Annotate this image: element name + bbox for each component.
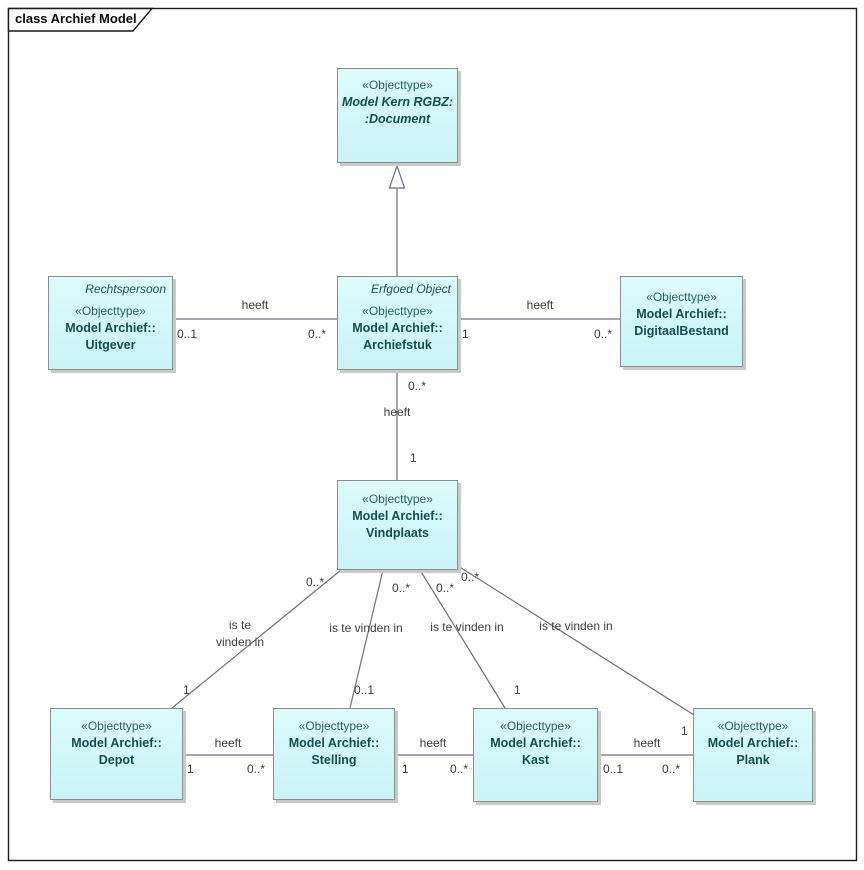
association-name-label: is te vinden in: [329, 621, 403, 635]
class-box-plank[interactable]: «Objecttype» Model Archief:: Plank: [693, 708, 813, 802]
stereotype-label: «Objecttype»: [75, 304, 146, 318]
multiplicity-label: 0..*: [308, 327, 327, 341]
classifier-header: Rechtspersoon: [85, 282, 166, 296]
multiplicity-label: 0..*: [247, 762, 266, 776]
class-name: Vindplaats: [366, 526, 429, 540]
stereotype-label: «Objecttype»: [362, 78, 433, 92]
multiplicity-label: 0..1: [354, 683, 375, 697]
stereotype-label: «Objecttype»: [362, 304, 433, 318]
class-box-document[interactable]: «Objecttype» Model Kern RGBZ: :Document: [337, 68, 458, 163]
class-name: DigitaalBestand: [634, 324, 729, 338]
class-name: Uitgever: [85, 338, 136, 352]
class-box-vindplaats[interactable]: «Objecttype» Model Archief:: Vindplaats: [337, 480, 458, 570]
class-name: Depot: [98, 753, 135, 767]
association-vindplaats-kast[interactable]: [419, 569, 506, 709]
classifier-header: Erfgoed Object: [370, 282, 451, 296]
class-name: Model Archief::: [490, 736, 581, 750]
class-box-uitgever[interactable]: Rechtspersoon «Objecttype» Model Archief…: [48, 276, 173, 370]
class-name: Model Archief::: [288, 736, 380, 750]
association-vindplaats-stelling[interactable]: [349, 569, 384, 709]
association-name-label: is te vinden in: [215, 618, 265, 649]
diagram-title-tab: [7, 7, 154, 32]
class-name: Model Archief::: [707, 736, 799, 750]
multiplicity-label: 0..*: [450, 762, 469, 776]
class-name: Kast: [521, 753, 550, 767]
stereotype-label: «Objecttype»: [81, 719, 152, 733]
stereotype-label: «Objecttype»: [500, 719, 571, 733]
class-box-depot[interactable]: «Objecttype» Model Archief:: Depot: [50, 708, 183, 800]
class-box-digitaalbestand[interactable]: «Objecttype» Model Archief:: DigitaalBes…: [620, 276, 743, 367]
stereotype-label: «Objecttype»: [298, 719, 370, 733]
class-name: Plank: [736, 753, 770, 767]
association-name-label: heeft: [241, 298, 269, 312]
multiplicity-label: 0..*: [306, 575, 325, 589]
multiplicity-label: 1: [681, 724, 688, 738]
association-name-label: heeft: [383, 405, 411, 419]
multiplicity-label: 1: [410, 451, 417, 465]
stereotype-label: «Objecttype»: [717, 719, 789, 733]
class-box-kast[interactable]: «Objecttype» Model Archief:: Kast: [473, 708, 598, 802]
class-name: Model Kern RGBZ:: [341, 95, 454, 109]
association-vindplaats-plank[interactable]: [457, 565, 695, 716]
class-name: Model Archief::: [636, 307, 727, 321]
class-name: Stelling: [311, 753, 357, 767]
multiplicity-label: 1: [187, 762, 194, 776]
class-box-stelling[interactable]: «Objecttype» Model Archief:: Stelling: [273, 708, 395, 800]
association-name-label: heeft: [214, 736, 242, 750]
class-name: Model Archief::: [352, 509, 443, 523]
multiplicity-label: 0..*: [461, 570, 480, 584]
class-name: Model Archief::: [65, 321, 156, 335]
association-name-label: heeft: [633, 736, 661, 750]
multiplicity-label: 0..1: [177, 327, 198, 341]
diagram-frame: [7, 7, 858, 862]
multiplicity-label: 0..1: [603, 762, 624, 776]
class-name: Model Archief::: [71, 736, 162, 750]
association-name-label: is te vinden in: [430, 620, 504, 634]
association-name-label: is te vinden in: [539, 619, 613, 633]
class-name: :Document: [364, 112, 431, 126]
multiplicity-label: 0..*: [436, 581, 455, 595]
class-name: Archiefstuk: [363, 338, 432, 352]
diagram-title: class Archief Model: [15, 11, 137, 26]
multiplicity-label: 0..*: [594, 327, 613, 341]
association-vindplaats-depot[interactable]: [171, 569, 342, 709]
multiplicity-label: 0..*: [392, 581, 411, 595]
class-box-archiefstuk[interactable]: Erfgoed Object «Objecttype» Model Archie…: [337, 276, 458, 370]
class-name: Model Archief::: [352, 321, 443, 335]
multiplicity-label: 1: [402, 762, 409, 776]
stereotype-label: «Objecttype»: [646, 290, 717, 304]
multiplicity-label: 0..*: [662, 762, 681, 776]
stereotype-label: «Objecttype»: [362, 492, 433, 506]
association-name-label: heeft: [419, 736, 447, 750]
generalization-arrowhead[interactable]: [388, 164, 406, 189]
multiplicity-label: 1: [462, 327, 469, 341]
multiplicity-label: 1: [514, 683, 521, 697]
multiplicity-label: 1: [183, 683, 190, 697]
multiplicity-label: 0..*: [408, 379, 427, 393]
association-name-label: heeft: [526, 298, 554, 312]
